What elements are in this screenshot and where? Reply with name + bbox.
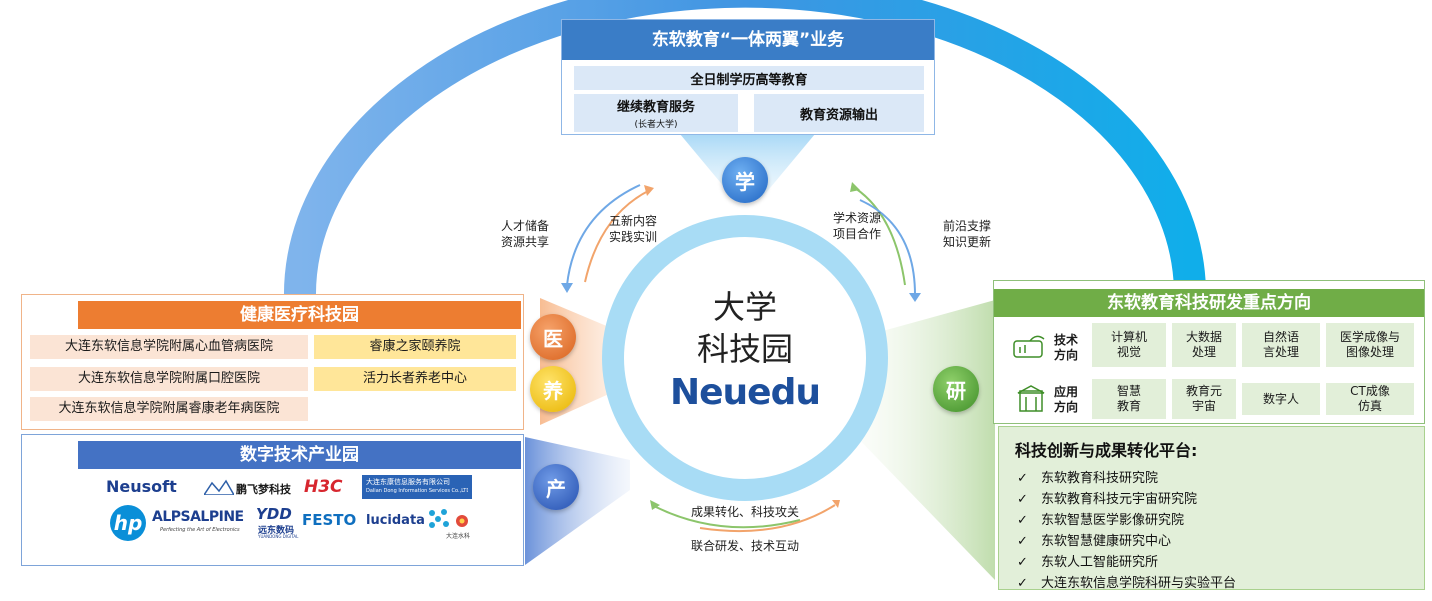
fulltime-education-label: 全日制学历高等教育 xyxy=(690,72,808,88)
application-direction-icon xyxy=(1017,385,1045,412)
note-joint-research: 联合研发、技术互动 xyxy=(690,539,799,553)
health-medical-park-panel: 健康医疗科技园 大连东软信息学院附属心血管病医院 大连东软信息学院附属口腔医院 … xyxy=(21,294,524,430)
shuike-icon xyxy=(456,515,468,527)
platform-item: ✓东软智慧健康研究中心 xyxy=(1017,534,1172,549)
pengfei-icon xyxy=(204,479,234,495)
logo-festo: FESTO xyxy=(302,511,357,529)
note-achievement-transfer: 成果转化、科技攻关 xyxy=(690,505,799,519)
logo-alps: ALPSALPINE xyxy=(152,509,244,525)
logo-pengfei: 鹏飞梦科技 xyxy=(236,483,291,496)
neuedu-logo: Neuedu xyxy=(670,372,821,413)
check-icon: ✓ xyxy=(1017,471,1028,486)
hospital-dental: 大连东软信息学院附属口腔医院 xyxy=(30,367,308,391)
check-icon: ✓ xyxy=(1017,576,1028,591)
center-ring xyxy=(602,215,888,501)
badge-yang: 养 xyxy=(530,366,576,412)
platform-item: ✓东软智慧医学影像研究院 xyxy=(1017,513,1185,528)
platform-item: ✓东软教育科技研究院 xyxy=(1017,471,1159,486)
logo-hp: hp xyxy=(110,505,146,541)
tech-computer-vision: 计算机 视觉 xyxy=(1092,323,1166,367)
research-directions-panel: 东软教育科技研发重点方向 技术 方向 计算机 视觉 大数据 处理 自然语 言处理… xyxy=(993,280,1425,424)
logo-h3c: H3C xyxy=(304,477,343,497)
innovation-platform-panel: 科技创新与成果转化平台: ✓东软教育科技研究院 ✓东软教育科技元宇宙研究院 ✓东… xyxy=(998,426,1425,591)
research-panel-title: 东软教育科技研发重点方向 xyxy=(994,289,1424,317)
logo-ydd: YDD xyxy=(256,505,292,523)
badge-yi: 医 xyxy=(530,314,576,360)
note-talent-reserve: 人才储备 资源共享 xyxy=(500,219,549,249)
app-education-metaverse: 教育元 宇宙 xyxy=(1172,379,1236,419)
center-title-line2: 科技园 xyxy=(696,330,793,368)
badge-yan: 研 xyxy=(933,366,979,412)
arrow-right-green xyxy=(854,187,906,286)
top-panel-title: 东软教育“一体两翼”业务 xyxy=(562,20,934,60)
tech-medical-imaging: 医学成像与 图像处理 xyxy=(1326,323,1414,367)
ydd-en: YUANDONG DIGITAL xyxy=(258,534,299,539)
continuing-education-sublabel: (长者大学) xyxy=(634,120,678,130)
app-smart-education: 智慧 教育 xyxy=(1092,379,1166,419)
logo-dongkang: 大连东康信息服务有限公司 Dalian Dong Information Ser… xyxy=(362,475,472,499)
outer-arc xyxy=(283,0,1206,301)
logo-neusoft: Neusoft xyxy=(106,477,177,496)
arrow-right-blue xyxy=(859,199,916,296)
logo-lucidata: lucidata xyxy=(366,513,425,528)
arrow-bottom-green xyxy=(651,504,801,529)
check-icon: ✓ xyxy=(1017,555,1028,570)
note-frontier-support: 前沿支撑 知识更新 xyxy=(942,219,991,249)
app-digital-human: 数字人 xyxy=(1242,383,1320,415)
digital-tech-park-panel: 数字技术产业园 Neusoft 鹏飞梦科技 H3C 大连东康信息服务有限公司 D… xyxy=(21,434,524,566)
care-vitality-center: 活力长者养老中心 xyxy=(314,367,516,391)
check-icon: ✓ xyxy=(1017,492,1028,507)
note-five-new: 五新内容 实践实训 xyxy=(608,214,657,244)
tech-direction-label: 技术 方向 xyxy=(1054,333,1079,362)
fulltime-education-cell: 全日制学历高等教育 xyxy=(574,66,924,90)
dongkang-cn: 大连东康信息服务有限公司 xyxy=(366,478,450,486)
check-icon: ✓ xyxy=(1017,534,1028,549)
education-resource-output-cell: 教育资源输出 xyxy=(754,94,924,132)
dongkang-en: Dalian Dong Information Services Co.,LTD xyxy=(366,488,468,494)
center-title-line1: 大学 xyxy=(712,288,777,326)
hospital-geriatric: 大连东软信息学院附属睿康老年病医院 xyxy=(30,397,308,421)
digital-panel-title: 数字技术产业园 xyxy=(78,441,521,469)
continuing-education-label: 继续教育服务 xyxy=(616,100,695,115)
center-title: 大学 科技园 xyxy=(640,286,850,370)
arrow-left-blue xyxy=(566,184,641,286)
note-academic-resources: 学术资源 项目合作 xyxy=(832,211,881,241)
alps-tagline: Perfecting the Art of Electronics xyxy=(160,527,240,533)
hospital-cardio: 大连东软信息学院附属心血管病医院 xyxy=(30,335,308,359)
top-business-panel: 东软教育“一体两翼”业务 全日制学历高等教育 继续教育服务 (长者大学) 教育资… xyxy=(561,19,935,135)
health-panel-title: 健康医疗科技园 xyxy=(78,301,521,329)
lucidata-icon xyxy=(429,509,449,528)
continuing-education-cell: 继续教育服务 (长者大学) xyxy=(574,94,738,132)
tech-big-data: 大数据 处理 xyxy=(1172,323,1236,367)
check-icon: ✓ xyxy=(1017,513,1028,528)
care-ruikang-home: 睿康之家颐养院 xyxy=(314,335,516,359)
arrow-bottom-orange xyxy=(699,504,836,533)
platform-item: ✓东软教育科技元宇宙研究院 xyxy=(1017,492,1198,507)
platform-item: ✓大连东软信息学院科研与实验平台 xyxy=(1017,576,1237,591)
platform-item: ✓东软人工智能研究所 xyxy=(1017,555,1159,570)
ydd-cn: 远东数码 xyxy=(258,526,295,536)
logo-shuike: 大连水科 xyxy=(446,533,471,540)
tech-nlp: 自然语 言处理 xyxy=(1242,323,1320,367)
tech-direction-icon xyxy=(1013,335,1045,358)
application-direction-label: 应用 方向 xyxy=(1054,385,1079,414)
badge-chan: 产 xyxy=(533,464,579,510)
app-ct-imaging: CT成像 仿真 xyxy=(1326,383,1414,415)
arrow-left-orange xyxy=(584,189,651,283)
platform-title: 科技创新与成果转化平台: xyxy=(1015,441,1198,460)
badge-xue: 学 xyxy=(722,157,768,203)
education-resource-output-label: 教育资源输出 xyxy=(799,107,878,123)
